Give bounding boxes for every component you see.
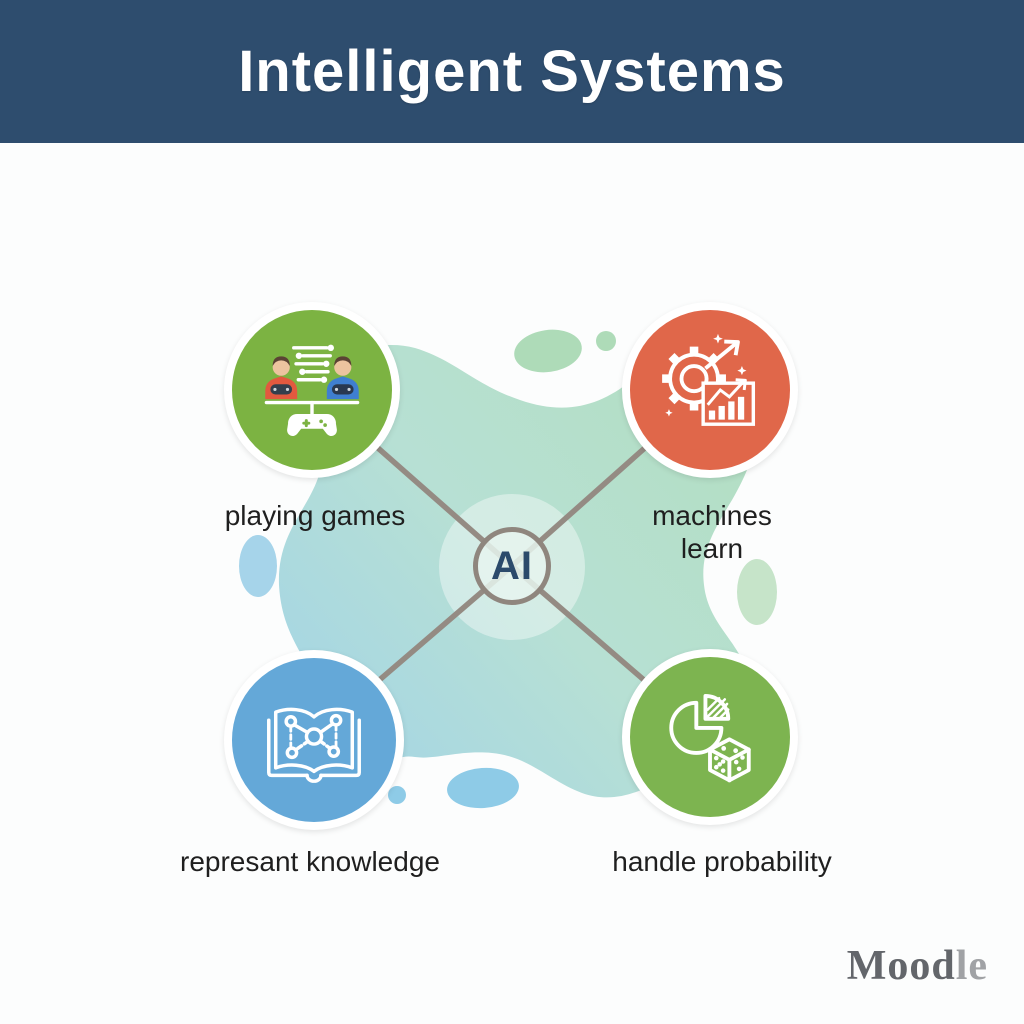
label-represant-knowledge: represant knowledge xyxy=(180,846,440,877)
deco-ellipse-left-blue xyxy=(239,535,277,597)
moodle-watermark: Moodle xyxy=(847,942,988,990)
moodle-watermark-dark-part: Mood xyxy=(846,943,956,989)
node-circle-handle-probability xyxy=(622,649,798,825)
ai-center-node: AI xyxy=(473,527,551,605)
pie-chart-dice-icon xyxy=(669,694,751,783)
node-circle-represant-knowledge xyxy=(224,650,404,830)
label-handle-probability: handle probability xyxy=(612,846,832,877)
gear-growth-chart-icon xyxy=(662,333,756,426)
moodle-watermark-light-part: le xyxy=(955,943,988,989)
deco-ellipse-top-green xyxy=(514,329,582,373)
deco-dot-top-green xyxy=(596,331,616,351)
two-gamers-controllers-icon xyxy=(264,344,360,436)
deco-dot-bottom-blue xyxy=(388,786,406,804)
node-circle-machines-learn xyxy=(622,302,798,478)
page-title: Intelligent Systems xyxy=(238,39,786,104)
node-circle-playing-games xyxy=(224,302,400,478)
label-playing-games: playing games xyxy=(224,500,406,531)
open-book-network-icon xyxy=(267,707,361,783)
deco-ellipse-bottom-blue xyxy=(447,767,519,809)
label-machines-learn: machines learn xyxy=(652,500,772,564)
header-bar: Intelligent Systems xyxy=(0,0,1024,143)
ai-label: AI xyxy=(491,543,533,588)
deco-ellipse-right-green xyxy=(737,559,777,625)
